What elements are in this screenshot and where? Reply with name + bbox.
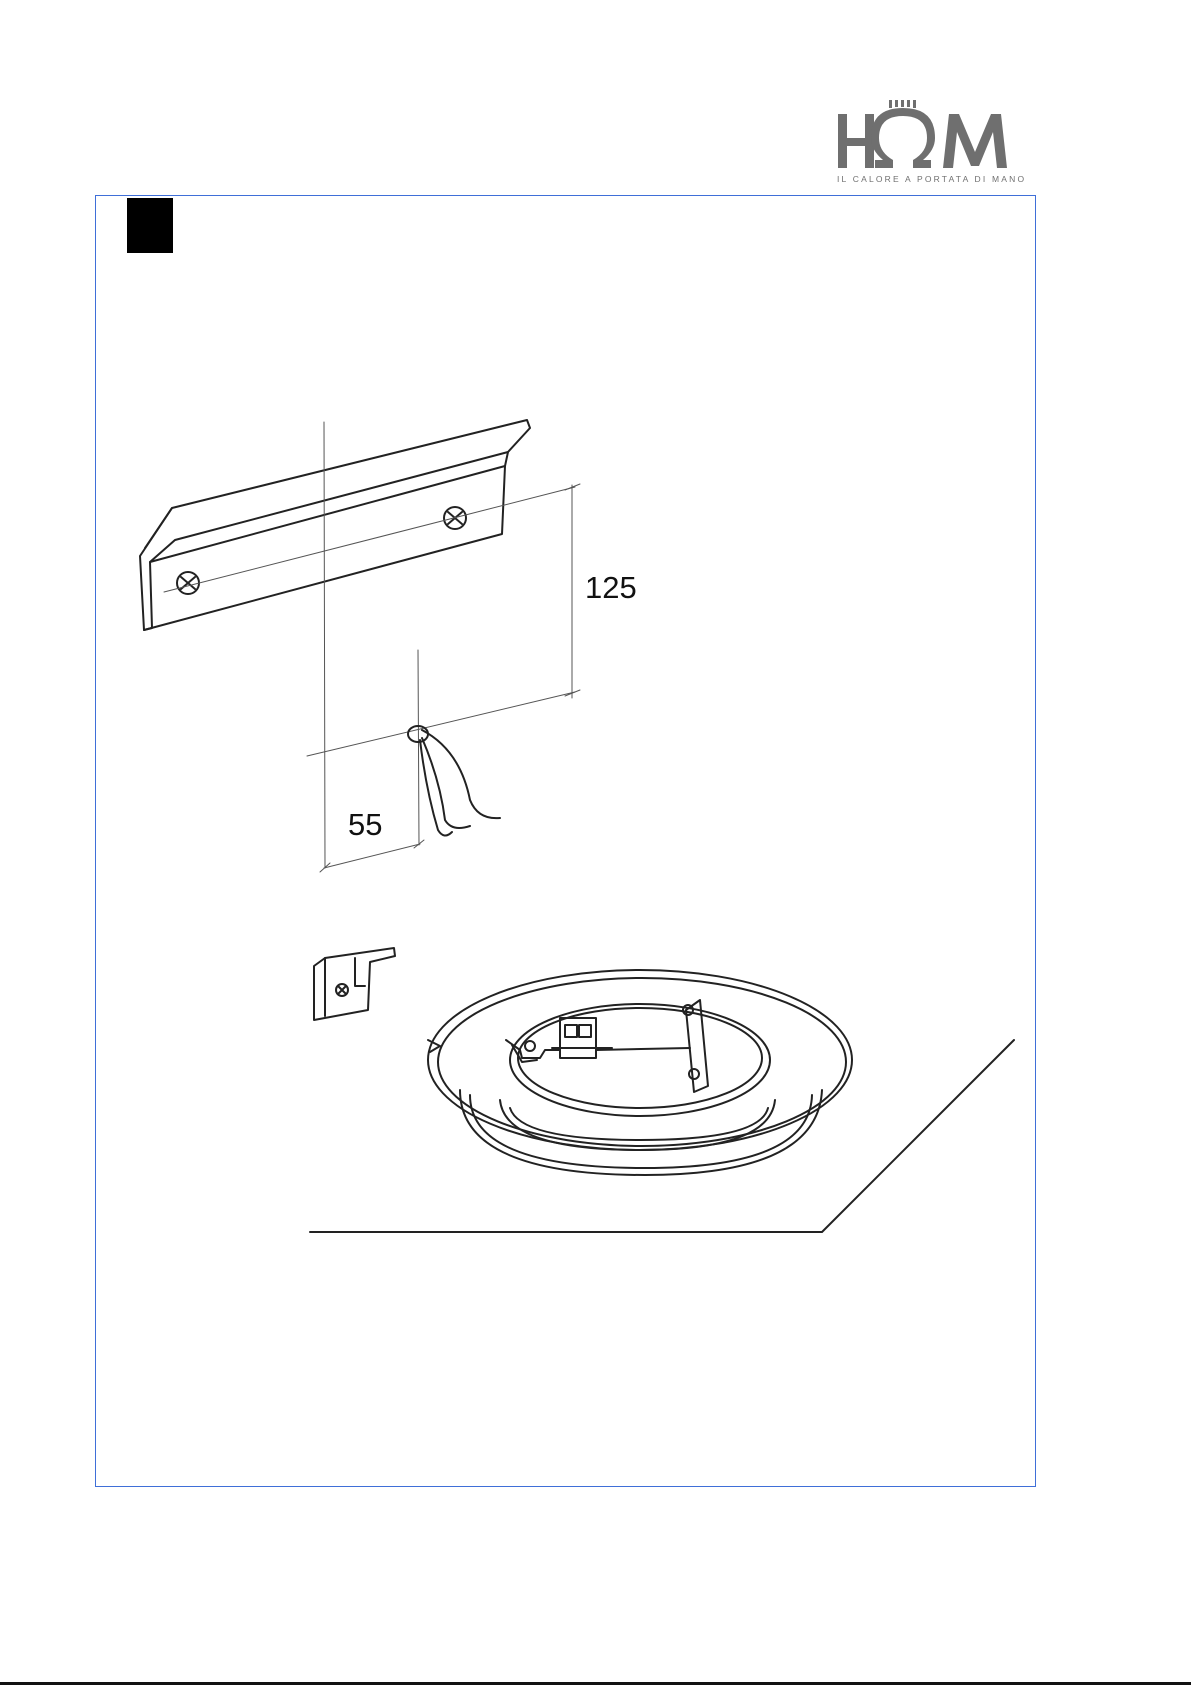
mounting-surface — [310, 1040, 1014, 1232]
screw-icon — [177, 572, 199, 594]
dimension-55: 55 — [348, 807, 382, 842]
cable-icon — [408, 726, 500, 836]
wall-bracket — [140, 420, 530, 630]
mounting-clip — [314, 948, 395, 1020]
lamp-body — [428, 970, 852, 1175]
dimension-125: 125 — [585, 570, 637, 605]
lamp-internals — [506, 1000, 708, 1092]
